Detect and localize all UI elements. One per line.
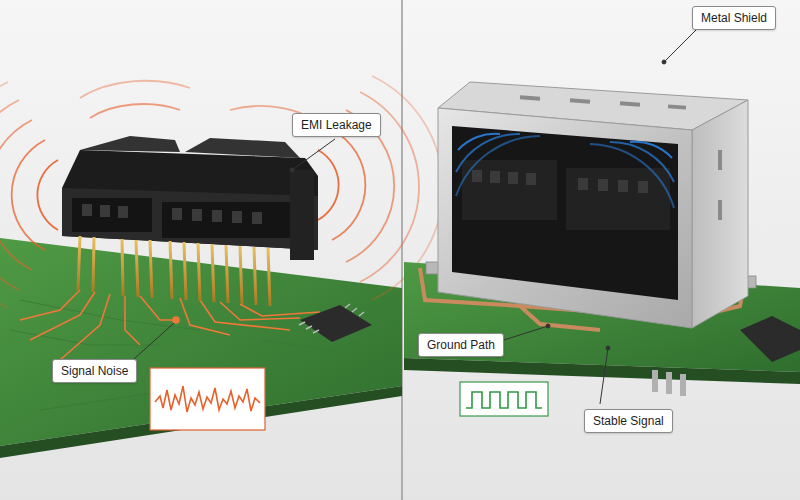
callout-box: Metal Shield [692,6,776,30]
stable-waveform [460,382,548,416]
callout-label: Metal Shield [701,11,767,25]
noise-waveform [150,368,265,430]
callout-label: Signal Noise [61,364,128,378]
left-pcb [0,238,402,458]
callout-label: EMI Leakage [301,118,372,132]
noise-traces [20,290,320,360]
right-leaders [504,30,696,404]
left-chip [299,304,372,342]
left-pins [78,236,270,306]
emi-waves [0,76,443,308]
right-pins [470,222,648,310]
callout-label: Stable Signal [593,414,664,428]
callout-box: EMI Leakage [292,113,381,137]
right-connector [462,160,670,230]
shield-field [456,134,674,208]
metal-shield [438,82,748,328]
left-connector [62,136,318,260]
divider [401,0,403,500]
callout-box: Signal Noise [52,359,137,383]
callout-label: Ground Path [427,338,495,352]
right-chip [740,316,800,362]
callout-box: Ground Path [418,333,504,357]
left-leaders [134,139,335,359]
callout-box: Stable Signal [584,409,673,433]
board-posts [652,370,686,396]
